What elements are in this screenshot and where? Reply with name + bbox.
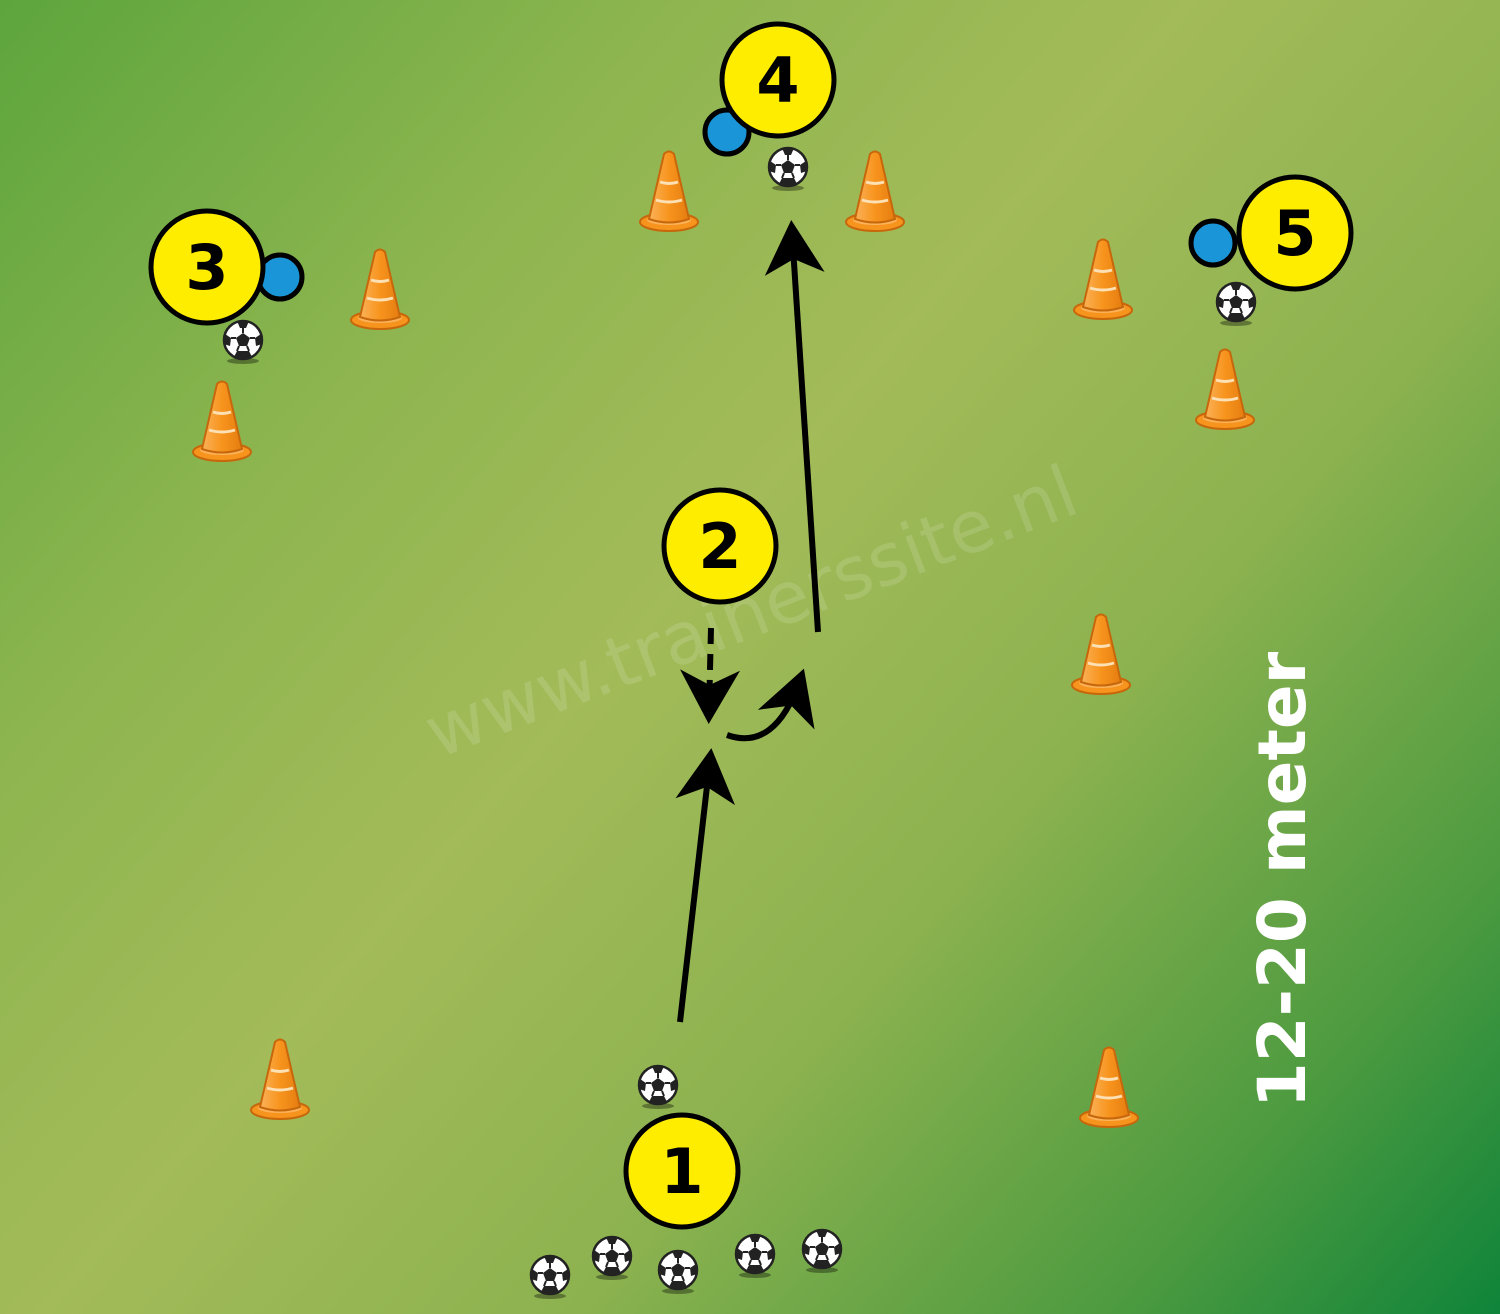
player-2-label: 2 bbox=[698, 510, 741, 583]
pass-arrow-2-to-4 bbox=[764, 220, 825, 633]
player-3-label: 3 bbox=[185, 231, 228, 304]
run-arrow-2-dashed bbox=[680, 627, 740, 724]
player-4-label: 4 bbox=[756, 44, 799, 117]
player-5-label: 5 bbox=[1273, 197, 1316, 270]
player-3: 3 bbox=[148, 208, 266, 326]
distance-label: 12-20 meter bbox=[1244, 651, 1321, 1108]
player-5: 5 bbox=[1236, 174, 1354, 292]
player-2: 2 bbox=[661, 487, 779, 605]
pass-arrow-1-to-2 bbox=[675, 748, 736, 1023]
movement-arrows bbox=[675, 220, 825, 1023]
player-1-label: 1 bbox=[660, 1135, 703, 1208]
player-4: 4 bbox=[719, 21, 837, 139]
player-1: 1 bbox=[623, 1112, 741, 1230]
turn-arrow bbox=[726, 668, 815, 742]
blue-marker bbox=[1188, 218, 1238, 268]
